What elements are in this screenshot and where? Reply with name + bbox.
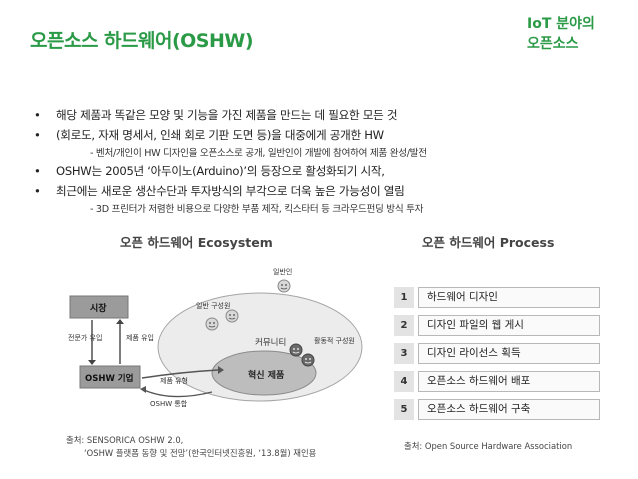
- expert-inflow-label: 전문가 유입: [68, 333, 102, 342]
- bullet-text: OSHW는 2005년 ‘아두이노(Arduino)’의 등장으로 활성화되기 …: [56, 164, 385, 178]
- slide-tag-line1: IoT 분야의: [527, 16, 595, 32]
- sub-bullet-text: - 3D 프린터가 저렴한 비용으로 다양한 부품 제작, 킥스타터 등 크라우…: [90, 204, 424, 215]
- process-title: 오픈 하드웨어 Process: [422, 235, 555, 250]
- ecosystem-source: 출처: SENSORICA OSHW 2.0, ‘OSHW 플랫폼 동향 및 전…: [66, 434, 316, 460]
- bullet-dot-icon: •: [34, 183, 41, 198]
- process-step-number: 4: [394, 371, 414, 392]
- bullet-text: 최근에는 새로운 생산수단과 투자방식의 부각으로 더욱 높은 가능성이 열림: [56, 183, 405, 198]
- slide-tag: IoT 분야의 오픈소스: [527, 14, 595, 54]
- company-box: [79, 365, 141, 389]
- process-step-number: 1: [394, 287, 414, 308]
- smiley-icon: [277, 279, 291, 293]
- bullet-list: • 해당 제품과 똑같은 모양 및 기능을 가진 제품을 만드는 데 필요한 모든…: [34, 106, 624, 218]
- slide-title: 오픈소스 하드웨어(OSHW): [30, 30, 254, 52]
- innovation-ellipse: [211, 350, 317, 396]
- smiley-icon: [301, 353, 315, 367]
- bullet-dot-icon: •: [34, 127, 41, 142]
- process-step: 4 오픈소스 하드웨어 배포: [394, 371, 600, 392]
- process-step: 3 디자인 라이선스 획득: [394, 343, 600, 364]
- ecosystem-figure: 오픈 하드웨어 Ecosystem: [32, 232, 273, 251]
- arrow-head-icon: [218, 366, 224, 374]
- process-step: 2 디자인 파일의 웹 게시: [394, 315, 600, 336]
- process-step-number: 2: [394, 315, 414, 336]
- ecosystem-source-line2: ‘OSHW 플랫폼 동향 및 전망’(한국인터넷진흥원, ‘13.8월) 재인용: [84, 448, 317, 458]
- process-step: 1 하드웨어 디자인: [394, 287, 600, 308]
- process-step-label: 디자인 파일의 웹 게시: [418, 315, 600, 336]
- flow-arrow: [143, 389, 213, 398]
- product-flow-label: 제품 유형: [160, 377, 188, 385]
- smiley-icon: [289, 343, 303, 357]
- ecosystem-diagram: 커뮤니티 혁신 제품 시장 OSHW 기업 전문가 유입 제품 유입 제품 유형…: [68, 267, 363, 408]
- product-inflow-text: 제품 유입: [126, 334, 154, 342]
- bullet-dot-icon: •: [34, 164, 41, 178]
- arrow-head-icon: [88, 360, 96, 365]
- process-step-label: 디자인 라이선스 획득: [418, 343, 600, 364]
- smiley-icon: [205, 317, 219, 331]
- oshw-flow-label: OSHW 통합: [150, 399, 188, 408]
- ecosystem-source-line1: 출처: SENSORICA OSHW 2.0,: [66, 435, 184, 445]
- bullet-item: • 해당 제품과 똑같은 모양 및 기능을 가진 제품을 만드는 데 필요한 모든…: [34, 106, 624, 126]
- bullet-text: 해당 제품과 똑같은 모양 및 기능을 가진 제품을 만드는 데 필요한 모든 …: [56, 108, 398, 122]
- expert-inflow-text: 전문가 유입: [68, 333, 102, 342]
- innovation-label: 혁신 제품: [248, 369, 284, 381]
- flow-arrow: [141, 369, 219, 379]
- bullet-text: (회로도, 자재 명세서, 인쇄 회로 기판 도면 등)을 대중에게 공개한 H…: [56, 127, 384, 142]
- bullet-item: • 최근에는 새로운 생산수단과 투자방식의 부각으로 더욱 높은 가능성이 열림: [34, 182, 624, 202]
- general-member-label: 일반 구성원: [196, 301, 230, 310]
- process-figure: 오픈 하드웨어 Process: [392, 232, 554, 251]
- process-source: 출처: Open Source Hardware Association: [404, 441, 573, 451]
- bullet-item: • OSHW는 2005년 ‘아두이노(Arduino)’의 등장으로 활성화되기…: [34, 162, 624, 182]
- community-label: 커뮤니티: [255, 337, 286, 348]
- smiley-icon: [225, 309, 239, 323]
- ecosystem-title: 오픈 하드웨어 Ecosystem: [120, 235, 273, 250]
- process-step-label: 하드웨어 디자인: [418, 287, 600, 308]
- process-step-number: 3: [394, 343, 414, 364]
- bullet-dot-icon: •: [34, 108, 41, 122]
- sub-bullet-text: - 벤처/개인이 HW 디자인을 오픈소스로 공개, 일반인이 개발에 참여하여…: [90, 148, 427, 159]
- process-step: 5 오픈소스 하드웨어 구축: [394, 399, 600, 420]
- arrow-head-icon: [116, 319, 124, 324]
- bullet-item: • (회로도, 자재 명세서, 인쇄 회로 기판 도면 등)을 대중에게 공개한 …: [34, 126, 624, 146]
- market-label: 시장: [90, 302, 107, 314]
- slide-tag-line2: 오픈소스: [527, 36, 579, 52]
- process-step-label: 오픈소스 하드웨어 배포: [418, 371, 600, 392]
- process-step-number: 5: [394, 399, 414, 420]
- market-box: [69, 295, 129, 319]
- product-inflow-label: 제품 유입: [126, 334, 154, 342]
- arrow-head-icon: [140, 386, 146, 393]
- public-user-label: 일반인: [273, 267, 292, 276]
- company-label: OSHW 기업: [85, 373, 133, 384]
- process-step-label: 오픈소스 하드웨어 구축: [418, 399, 600, 420]
- active-member-label: 활동적 구성원: [314, 336, 355, 345]
